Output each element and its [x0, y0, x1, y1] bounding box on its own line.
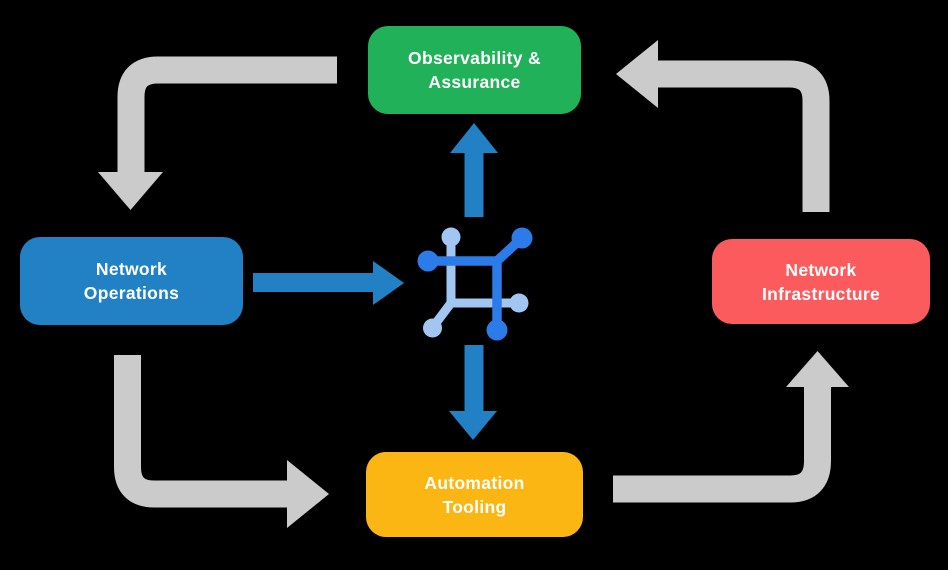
arrow-infrastructure-to-observability [616, 40, 830, 212]
arrow-observability-to-operations [98, 56, 337, 210]
network-automation-icon [417, 227, 533, 341]
node-observability-assurance: Observability & Assurance [368, 26, 581, 114]
node-network-operations: Network Operations [20, 237, 243, 325]
node-network-operations-label: Network Operations [83, 259, 180, 303]
arrow-operations-to-center [253, 261, 404, 305]
arrow-automation-to-infrastructure [613, 351, 849, 503]
node-observability-assurance-label: Observability & Assurance [408, 48, 541, 92]
arrow-operations-to-automation [114, 355, 329, 528]
arrow-center-to-automation [449, 345, 497, 440]
arrow-center-to-observability [450, 123, 498, 217]
icon-dark-branch [417, 227, 533, 341]
node-automation-tooling: Automation Tooling [366, 452, 583, 537]
node-automation-tooling-label: Automation Tooling [424, 472, 525, 517]
node-network-infrastructure: Network Infrastructure [712, 239, 930, 324]
node-network-infrastructure-label: Network Infrastructure [762, 259, 880, 304]
